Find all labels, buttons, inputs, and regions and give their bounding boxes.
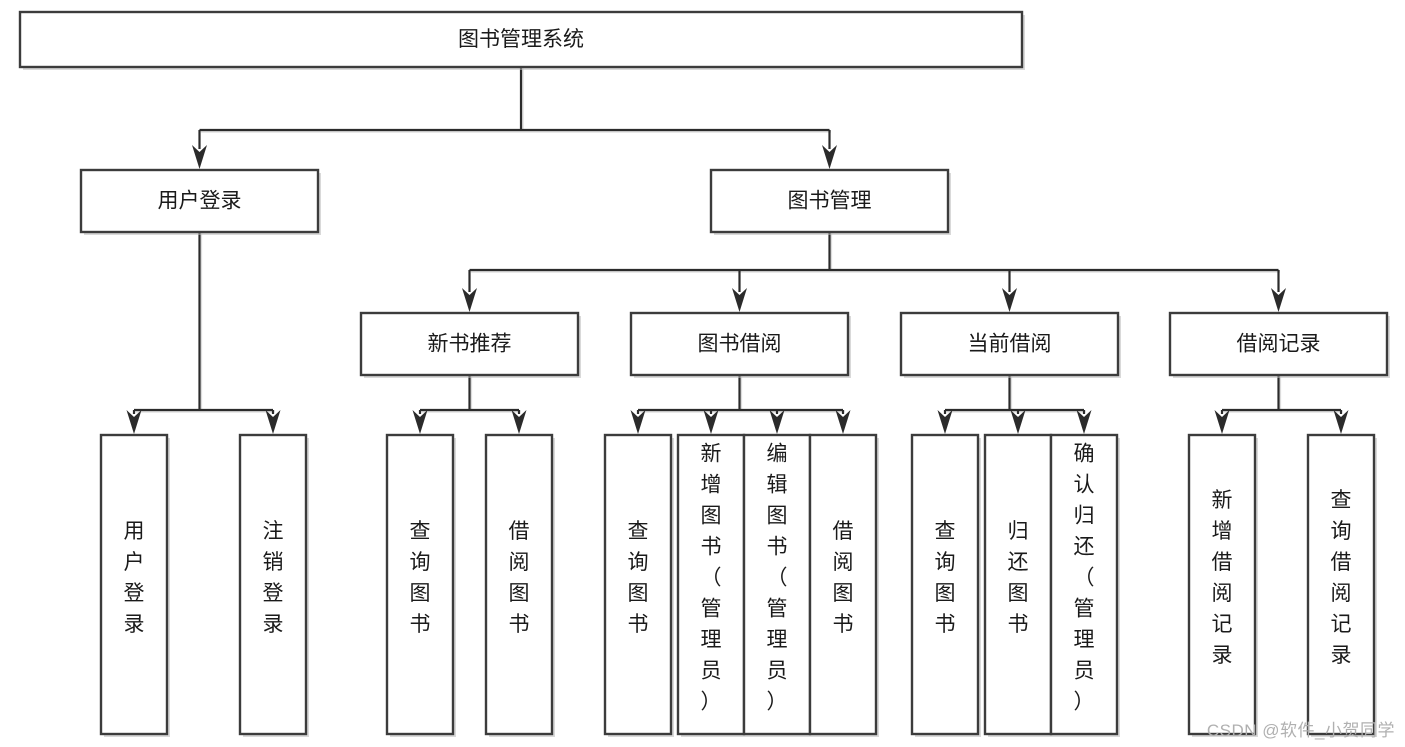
node-border [1306,433,1376,736]
arrow-head-icon [265,410,281,434]
edge-group-current-borrow [937,375,1092,434]
arrow-head-icon [835,410,851,434]
arrow-head-icon [462,288,477,312]
node-book-manage[interactable]: 图书管理 [709,168,951,235]
arrow-head-icon [937,410,953,434]
node-border [676,433,746,736]
node-label: 图书管理系统 [458,28,584,51]
node-label: 当前借阅 [968,333,1052,356]
node-border [910,433,980,736]
arrow-head-icon [769,410,785,434]
node-leaf-query-record[interactable]: 查询借阅记录 [1306,433,1377,737]
arrow-head-icon [630,410,646,434]
node-border [79,168,320,234]
node-leaf-query-book-1[interactable]: 查询图书 [385,433,456,737]
arrow-head-icon [1333,410,1349,434]
node-label: 查询图书 [628,520,649,636]
node-border [983,433,1053,736]
node-user-login[interactable]: 用户登录 [79,168,321,235]
arrow-head-icon [703,410,719,434]
arrow-head-icon [1214,410,1230,434]
node-leaf-query-book-3[interactable]: 查询图书 [910,433,981,737]
node-leaf-confirm-return[interactable]: 确认归还（管理员） [1049,433,1120,737]
node-leaf-edit-book[interactable]: 编辑图书（管理员） [742,433,813,737]
node-book-borrow[interactable]: 图书借阅 [629,311,851,378]
node-label: 新书推荐 [428,333,512,356]
edge-group-root [192,67,837,169]
node-label: 图书管理 [788,190,872,213]
arrow-head-icon [511,410,527,434]
node-border [18,10,1024,69]
node-label: 图书借阅 [698,333,782,356]
node-label: 查询借阅记录 [1331,489,1352,667]
arrow-head-icon [822,145,837,169]
node-label: 确认归还（管理员） [1074,443,1095,714]
node-border [808,433,878,736]
node-border [238,433,308,736]
node-border [385,433,455,736]
node-leaf-return-book[interactable]: 归还图书 [983,433,1054,737]
node-label: 编辑图书（管理员） [767,443,788,714]
node-border [629,311,850,377]
node-label: 新增借阅记录 [1212,489,1233,667]
node-label: 借阅记录 [1237,333,1321,356]
edge-group-borrow-record [1214,375,1349,434]
arrow-head-icon [1002,288,1017,312]
edge-group-new-book-recommend [412,375,527,434]
node-border [1168,311,1389,377]
node-leaf-logout-login[interactable]: 注销登录 [238,433,309,737]
node-new-book-recommend[interactable]: 新书推荐 [359,311,581,378]
node-border [99,433,169,736]
node-border [1187,433,1257,736]
node-label: 借阅图书 [833,520,854,636]
node-leaf-query-book-2[interactable]: 查询图书 [603,433,674,737]
node-leaf-add-record[interactable]: 新增借阅记录 [1187,433,1258,737]
edge-group-user-login [126,232,281,434]
arrow-head-icon [192,145,207,169]
arrow-head-icon [732,288,747,312]
edge-group-book-manage [462,232,1286,312]
node-layer: 图书管理系统用户登录图书管理新书推荐图书借阅当前借阅借阅记录用户登录注销登录查询… [18,10,1390,737]
node-leaf-add-book[interactable]: 新增图书（管理员） [676,433,747,737]
arrow-head-icon [1010,410,1026,434]
node-leaf-borrow-book-2[interactable]: 借阅图书 [808,433,879,737]
node-label: 查询图书 [410,520,431,636]
node-label: 用户登录 [158,190,242,213]
node-current-borrow[interactable]: 当前借阅 [899,311,1121,378]
node-label: 新增图书（管理员） [701,443,722,714]
node-leaf-user-login[interactable]: 用户登录 [99,433,170,737]
node-border [709,168,950,234]
arrow-head-icon [126,410,142,434]
node-label: 用户登录 [124,520,145,636]
arrow-head-icon [412,410,428,434]
node-leaf-borrow-book-1[interactable]: 借阅图书 [484,433,555,737]
node-border [1049,433,1119,736]
connector-layer [126,67,1349,434]
node-border [899,311,1120,377]
watermark-label: CSDN @软件_小贺同学 [1206,721,1395,740]
node-root-system[interactable]: 图书管理系统 [18,10,1025,70]
node-label: 查询图书 [935,520,956,636]
node-border [484,433,554,736]
edge-group-book-borrow [630,375,851,434]
node-label: 归还图书 [1008,520,1029,636]
node-borrow-record[interactable]: 借阅记录 [1168,311,1390,378]
arrow-head-icon [1076,410,1092,434]
node-label: 借阅图书 [509,520,530,636]
node-border [742,433,812,736]
node-border [359,311,580,377]
node-label: 注销登录 [263,520,284,636]
arrow-head-icon [1271,288,1286,312]
node-border [603,433,673,736]
